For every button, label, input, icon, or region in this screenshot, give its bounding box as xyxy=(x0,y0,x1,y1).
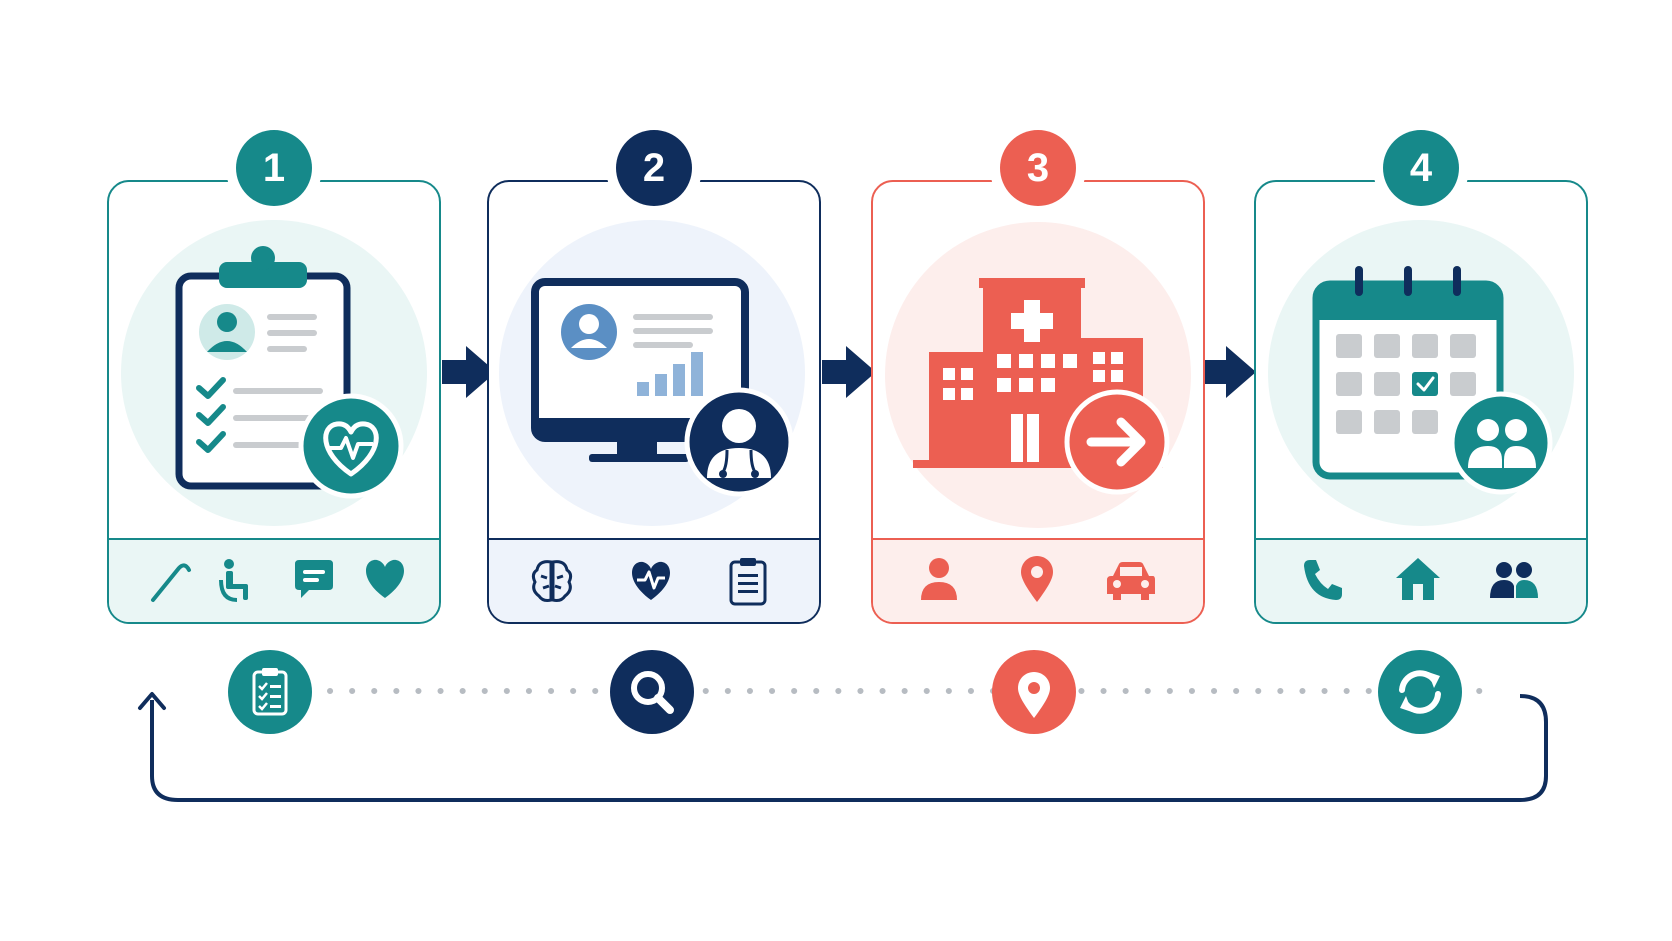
timeline-refresh-icon xyxy=(1378,650,1462,734)
heart-pulse-icon xyxy=(298,393,404,499)
monitor-profile-icon xyxy=(531,278,749,462)
step-number-badge: 4 xyxy=(1383,130,1459,206)
loop-back-arrowhead xyxy=(138,692,166,710)
cane-icon xyxy=(151,563,191,602)
phone-icon xyxy=(1304,560,1342,600)
heart-icon xyxy=(366,559,404,598)
arrow-2-3 xyxy=(822,346,876,398)
people-icon xyxy=(1449,391,1553,495)
step-card-4 xyxy=(1254,180,1588,624)
car-icon xyxy=(1107,562,1155,600)
resource-tray xyxy=(873,538,1203,622)
timeline-location-pin-icon xyxy=(992,650,1076,734)
home-icon xyxy=(1396,558,1440,600)
step-number-badge: 3 xyxy=(1000,130,1076,206)
chat-bubble-icon xyxy=(295,560,333,598)
arrow-right-icon xyxy=(1064,389,1170,495)
clipboard-list-icon xyxy=(729,558,767,606)
step-number-badge: 2 xyxy=(616,130,692,206)
step-card-2 xyxy=(487,180,821,624)
loop-back-arrow xyxy=(150,694,1548,802)
wheelchair-icon xyxy=(219,559,248,602)
step-number-badge: 1 xyxy=(236,130,312,206)
step-card-3 xyxy=(871,180,1205,624)
timeline-magnifier-icon xyxy=(610,650,694,734)
resource-tray xyxy=(1256,538,1586,622)
step-card-1 xyxy=(107,180,441,624)
person-icon xyxy=(921,558,957,600)
timeline-clipboard-list-icon xyxy=(228,650,312,734)
brain-icon xyxy=(531,560,573,602)
location-pin-icon xyxy=(1021,556,1053,602)
doctor-icon xyxy=(684,387,794,497)
arrow-1-2 xyxy=(442,346,496,398)
arrow-3-4 xyxy=(1202,346,1256,398)
heart-pulse-icon xyxy=(632,561,670,600)
people-icon xyxy=(1490,562,1538,598)
resource-tray xyxy=(109,538,439,622)
resource-tray xyxy=(489,538,819,622)
